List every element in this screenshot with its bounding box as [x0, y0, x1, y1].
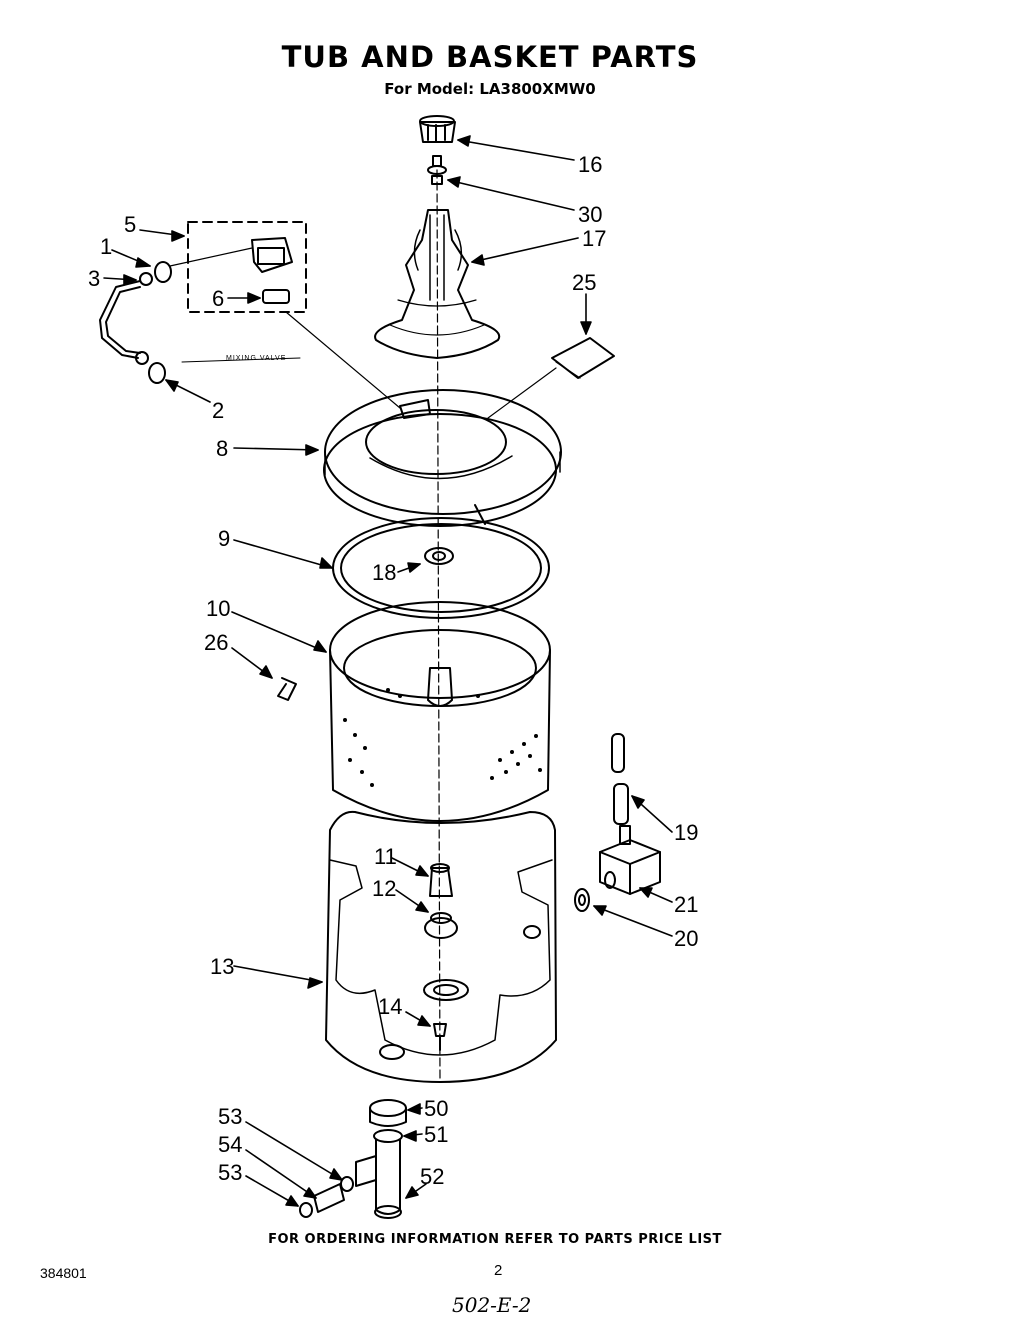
pump-seal-part [574, 888, 590, 912]
basket-clip-part [277, 677, 297, 701]
bearing-seal-part [424, 912, 458, 939]
tub-bolt-part [433, 1023, 447, 1051]
part-number-13: 13 [210, 954, 234, 979]
valve-clip-part [262, 289, 290, 304]
part-number-11: 11 [374, 844, 397, 869]
part-number-18: 18 [372, 560, 396, 585]
hose-assembly-part [99, 261, 172, 384]
drain-tube-part [355, 1139, 402, 1219]
tub-ring-part [323, 389, 562, 527]
mixing-valve-label: MIXING VALVE [226, 355, 286, 362]
part-number-6: 6 [212, 286, 224, 311]
hose-connector-part [299, 1176, 354, 1218]
part-number-16: 16 [578, 152, 602, 177]
part-number-52: 52 [420, 1164, 444, 1189]
drain-outlet-part [369, 1099, 407, 1127]
seal-washer-part [427, 155, 447, 185]
handwritten-note: 502-E-2 [452, 1293, 532, 1317]
wash-basket-part [329, 601, 551, 822]
part-number-17: 17 [582, 226, 606, 251]
part-number-51: 51 [424, 1122, 448, 1147]
part-number-25: 25 [572, 270, 596, 295]
part-number-1: 1 [100, 234, 112, 259]
hub-nut-part [424, 547, 454, 565]
lint-filter-part [551, 337, 615, 379]
part-number-5: 5 [124, 212, 136, 237]
pump-tube-part [611, 733, 629, 825]
mixing-valve-part [251, 237, 293, 273]
mixing-valve-box [187, 221, 307, 313]
page-number: 2 [494, 1262, 503, 1279]
part-number-10: 10 [206, 596, 230, 621]
part-number-9: 9 [218, 526, 230, 551]
part-number-20: 20 [674, 926, 698, 951]
part-number-3: 3 [88, 266, 100, 291]
agitator-cap-part [419, 115, 456, 143]
part-number-50: 50 [424, 1096, 448, 1121]
document-number: 384801 [40, 1265, 87, 1281]
part-number-21: 21 [674, 892, 698, 917]
leader-lines [103, 135, 673, 1207]
page-title: TUB AND BASKET PARTS [281, 40, 699, 74]
part-number-30: 30 [578, 202, 602, 227]
drain-seal-part [373, 1129, 403, 1143]
outer-tub-part [325, 810, 557, 1083]
part-number-2: 2 [212, 398, 224, 423]
ordering-note: FOR ORDERING INFORMATION REFER TO PARTS … [268, 1232, 722, 1247]
part-number-26: 26 [204, 630, 228, 655]
center-axis-line [436, 169, 441, 1081]
part-number-12: 12 [372, 876, 396, 901]
part-number-14: 14 [378, 994, 402, 1019]
part-number-53-top: 53 [218, 1104, 242, 1129]
part-number-19: 19 [674, 820, 698, 845]
part-number-53-bottom: 53 [218, 1160, 242, 1185]
part-number-54: 54 [218, 1132, 242, 1157]
part-number-8: 8 [216, 436, 228, 461]
agitator-part [374, 209, 501, 359]
model-line: For Model: LA3800XMW0 [384, 80, 596, 98]
drive-hub-part [429, 863, 453, 897]
drain-pump-part [599, 825, 661, 895]
snubber-ring-part [332, 517, 550, 619]
